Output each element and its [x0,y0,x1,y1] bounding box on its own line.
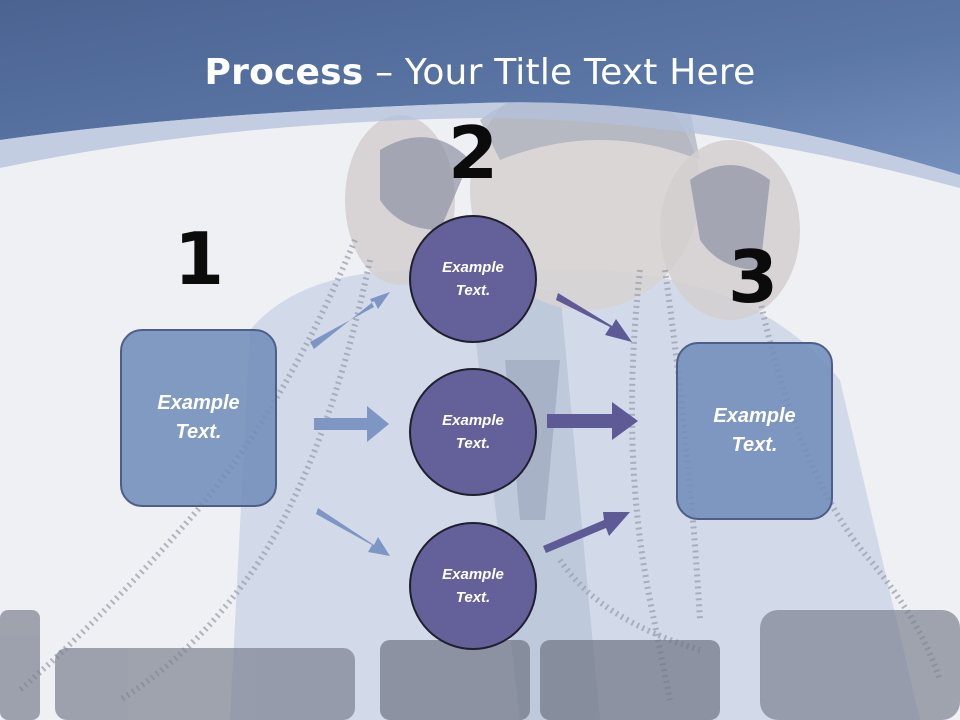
step-number-1: 1 [173,217,225,301]
circle-bottom-text-line1: Example [442,566,504,583]
page-title: Process – Your Title Text Here [204,52,756,93]
circle-middle-text-line1: Example [442,412,504,429]
circle-bottom-text-line2: Text. [455,589,491,606]
arrow-to-circle-bottom [316,508,390,556]
circle-top-text-line2: Text. [455,282,491,299]
step-2-circle-middle: Example Text. [409,368,537,496]
header-band [0,0,960,188]
step-3-box: Example Text. [676,342,833,520]
arrow-to-circle-top [310,292,390,349]
step-2-circle-top: Example Text. [409,215,537,343]
step-number-2: 2 [447,111,499,195]
step-1-text-line1: Example [157,392,240,414]
circle-middle-text-line2: Text. [455,435,491,452]
step-number-3: 3 [727,235,779,319]
circle-top-text-line1: Example [442,259,504,276]
step-1-text-line2: Text. [175,421,222,443]
arrow-to-circle-middle [314,406,389,442]
step-3-text-line2: Text. [731,434,778,456]
arrow-from-circle-middle [547,402,638,440]
arrow-from-circle-top [556,293,632,342]
step-2-circle-bottom: Example Text. [409,522,537,650]
step-1-box: Example Text. [120,329,277,507]
step-3-text-line1: Example [713,405,796,427]
arrow-from-circle-bottom [543,512,630,553]
